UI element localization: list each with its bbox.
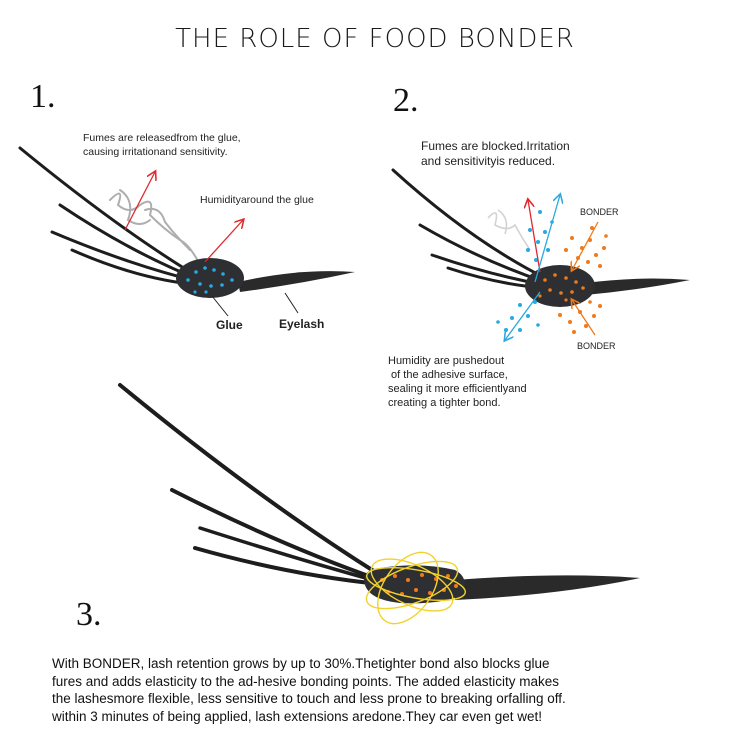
bonder-arrow-bottom bbox=[572, 300, 596, 336]
step-number-2: 2. bbox=[393, 82, 419, 119]
fumes-note-2-line: Fumes are blocked.Irritation bbox=[421, 139, 570, 153]
step-number-3: 3. bbox=[76, 596, 102, 633]
lash-fan-3 bbox=[118, 383, 640, 600]
page-title: THE ROLE OF FOOD BONDER bbox=[175, 24, 575, 54]
eyelash-pointer bbox=[284, 292, 299, 314]
description-line: fures and adds elasticity to the ad-hesi… bbox=[52, 673, 560, 689]
description-line: the lashesmore flexible, less sensitive … bbox=[52, 691, 566, 706]
smoke-wisp-1 bbox=[109, 189, 201, 266]
bonder-arrow-top bbox=[572, 221, 599, 270]
glue-blob-1 bbox=[176, 258, 244, 298]
humidity-arrow-down bbox=[505, 291, 541, 340]
fume-arrow-1 bbox=[124, 172, 155, 231]
humidity-note-2: Humidity are pushedout of the adhesive s… bbox=[388, 354, 527, 410]
fumes-note-1: Fumes are releasedfrom the glue, causing… bbox=[83, 131, 241, 159]
water-drops-1 bbox=[186, 266, 234, 294]
humidity-note-1: Humidityaround the glue bbox=[200, 194, 314, 206]
step-number-1: 1. bbox=[30, 78, 56, 115]
fume-arrow-2 bbox=[528, 200, 541, 273]
bond-rings bbox=[365, 551, 467, 625]
glue-pointer bbox=[211, 295, 229, 317]
description-paragraph: With BONDER, lash retention grows by up … bbox=[52, 655, 742, 725]
humidity-note-2-line: creating a tighter bond. bbox=[388, 397, 501, 409]
humidity-note-2-line: of the adhesive surface, bbox=[388, 369, 508, 381]
water-drops-2 bbox=[496, 210, 554, 332]
fumes-note-2: Fumes are blocked.Irritation and sensiti… bbox=[421, 139, 570, 169]
fumes-note-2-line: and sensitivityis reduced. bbox=[421, 154, 556, 168]
glue-blob-2 bbox=[525, 265, 595, 307]
fumes-note-1-line: causing irritationand sensitivity. bbox=[83, 146, 228, 158]
description-line: within 3 minutes of being applied, lash … bbox=[52, 708, 543, 724]
bonder-label-top: BONDER bbox=[580, 207, 619, 217]
humidity-note-2-line: sealing it more efficientlyand bbox=[388, 383, 527, 395]
humidity-arrow-1 bbox=[204, 220, 243, 263]
bonder-label-bottom: BONDER bbox=[577, 341, 616, 351]
description-line: With BONDER, lash retention grows by up … bbox=[52, 656, 550, 671]
smoke-wisp-2 bbox=[487, 209, 531, 251]
eyelash-label: Eyelash bbox=[279, 317, 325, 331]
fumes-note-1-line: Fumes are releasedfrom the glue, bbox=[83, 132, 241, 144]
humidity-arrow-up bbox=[534, 195, 560, 283]
humidity-note-2-line: Humidity are pushedout bbox=[388, 355, 505, 367]
bonder-dots-2 bbox=[538, 226, 608, 334]
glue-label: Glue bbox=[216, 318, 243, 332]
